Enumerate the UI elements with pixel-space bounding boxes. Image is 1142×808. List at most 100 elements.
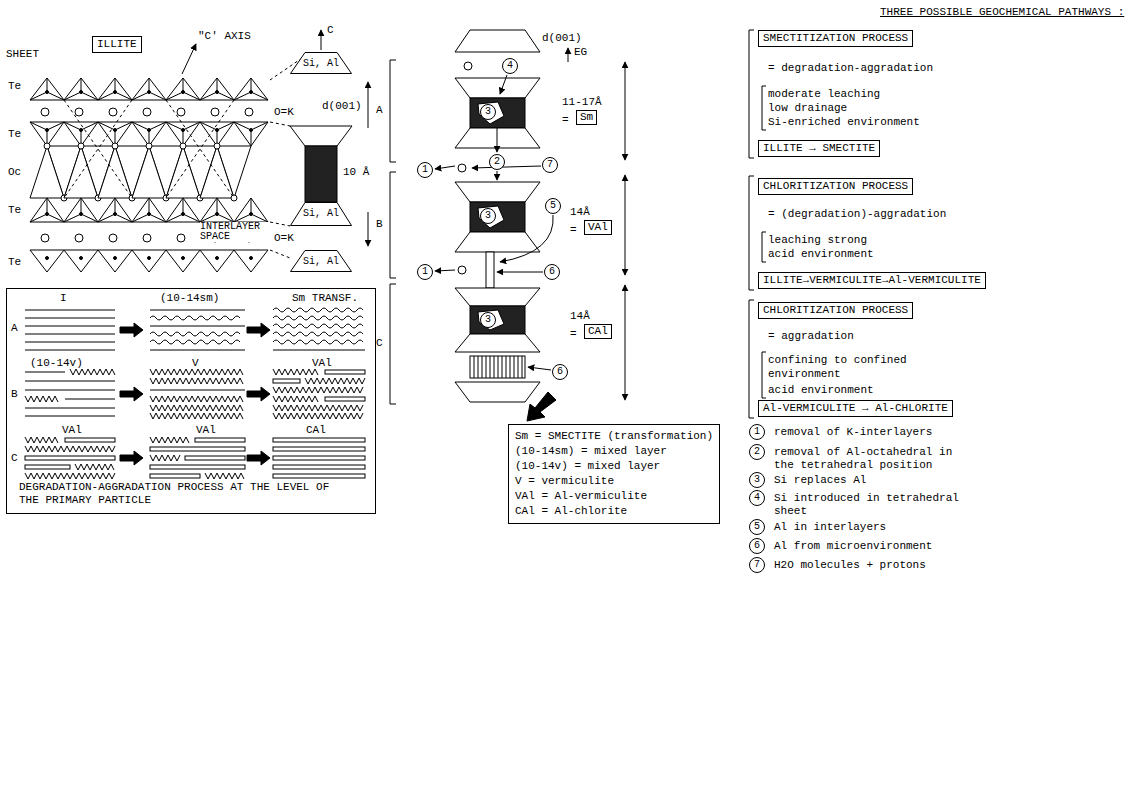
tetrahedral-sheet	[455, 232, 540, 252]
label: =	[570, 224, 577, 237]
vermiculite-layer	[25, 473, 115, 479]
label: (10-14v)	[30, 357, 83, 370]
bracket	[762, 352, 766, 398]
pointer-arrow	[527, 392, 556, 421]
callout-number: 5	[550, 200, 556, 211]
atom	[114, 213, 117, 216]
callout-number: 6	[544, 264, 560, 280]
tetra-edge	[149, 198, 150, 214]
hatch	[498, 356, 499, 378]
atom	[182, 91, 185, 94]
potassium-ion	[458, 164, 466, 172]
abbreviation-key: Sm = SMECTITE (transformation)(10-14sm) …	[508, 424, 720, 524]
tetra-edge	[183, 78, 184, 92]
callout-number: 3	[480, 104, 496, 120]
tetra-edge	[251, 130, 252, 146]
vermiculite-layer	[305, 378, 365, 384]
potassium-ion	[41, 108, 49, 116]
al-interlayer	[273, 474, 365, 478]
label: removal of K-interlayers	[774, 426, 932, 439]
process-arrow	[472, 166, 541, 168]
smectite-layer	[150, 316, 240, 320]
tetra-edge	[149, 122, 166, 130]
stage-arrow	[120, 323, 143, 337]
al-interlayer	[325, 397, 365, 401]
al-interlayer	[150, 474, 200, 478]
tetra-edge	[115, 122, 132, 130]
potassium-ion	[245, 108, 253, 116]
callout-number: 3	[485, 106, 491, 117]
callout-number: 4	[754, 492, 760, 503]
node-text: VAl	[588, 221, 608, 233]
al-interlayer	[273, 438, 365, 442]
bracket	[749, 176, 754, 290]
hatch	[506, 356, 507, 378]
vermiculite-layer	[205, 473, 244, 479]
label: 11-17Å	[562, 96, 602, 109]
label: 14Å	[570, 206, 590, 219]
node-text: CHLORITIZATION PROCESS	[763, 180, 908, 192]
label: Si-enriched environment	[768, 116, 920, 129]
al-interlayer	[25, 456, 115, 460]
tetra-edge	[47, 214, 64, 222]
label: C	[327, 24, 334, 37]
tetra-edge	[217, 214, 234, 222]
heading-box: Al-VERMICULITE → Al-CHLORITE	[758, 400, 953, 417]
tetra-edge	[217, 92, 234, 100]
trapezoid-shape	[291, 203, 352, 226]
process-arrow	[435, 166, 455, 169]
potassium-ion	[177, 108, 185, 116]
tetrahedral-sheet-box: Si, Al	[290, 52, 352, 74]
node-text: CAl	[588, 325, 608, 337]
tetra-edge	[234, 92, 251, 100]
bracket	[390, 172, 396, 278]
tetrahedron	[64, 250, 98, 272]
illite-layer	[25, 390, 115, 391]
callout-number: 3	[485, 210, 491, 221]
stage-arrow	[120, 387, 143, 401]
label: B	[11, 388, 18, 401]
node-text: Si, Al	[290, 52, 352, 70]
node-text: Sm	[580, 111, 593, 123]
callout-number: 1	[422, 266, 428, 277]
dashed-guide	[270, 122, 290, 126]
node-text: CHLORITIZATION PROCESS	[763, 304, 908, 316]
tetra-edge	[115, 198, 116, 214]
tetra-edge	[251, 78, 252, 92]
callout-number: 2	[494, 156, 500, 167]
potassium-ion	[211, 108, 219, 116]
tetra-edge	[251, 122, 268, 130]
tetrahedron	[200, 250, 234, 272]
potassium-ion	[143, 234, 151, 242]
hatch	[522, 356, 523, 378]
tetra-edge	[132, 214, 149, 222]
atom	[114, 91, 117, 94]
process-arrow	[500, 215, 553, 262]
atom	[216, 213, 219, 216]
octahedral-sheet	[470, 306, 525, 334]
tetra-edge	[115, 92, 132, 100]
trapezoid-shape	[291, 53, 352, 74]
callout-number: 4	[502, 58, 518, 74]
hatch	[518, 356, 519, 378]
illite-layer	[273, 350, 365, 351]
hatch	[486, 356, 487, 378]
atom	[182, 129, 185, 132]
illite-layer	[150, 310, 245, 311]
al-interlayer	[185, 456, 245, 460]
illite-layer	[25, 408, 115, 409]
label: B	[376, 218, 383, 231]
hatch	[478, 356, 479, 378]
tetrahedron	[234, 198, 268, 222]
tetrahedron	[166, 78, 200, 100]
al-interlayer	[195, 438, 245, 442]
tetra-edge	[149, 214, 166, 222]
tetrahedral-sheet	[455, 382, 540, 402]
tetra-edge	[251, 214, 268, 222]
atom	[148, 257, 151, 260]
bracket	[390, 284, 396, 404]
vermiculite-layer	[150, 455, 180, 461]
tetrahedral-sheet	[290, 126, 352, 146]
atom	[46, 91, 49, 94]
tetrahedral-sheet	[455, 78, 540, 98]
